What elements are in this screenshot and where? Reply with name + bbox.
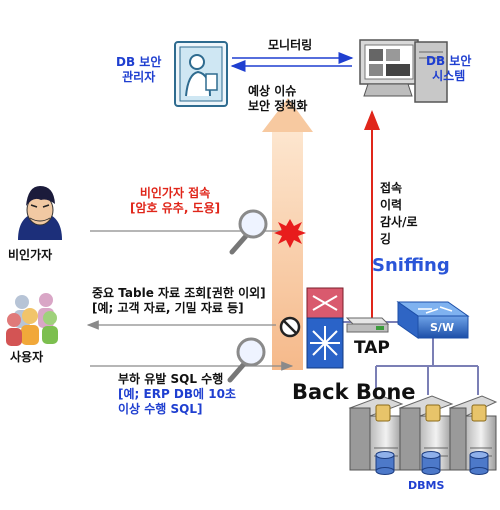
switch-label: S/W [430, 321, 455, 334]
admin-monitor-icon [174, 41, 228, 107]
blocked-icon [279, 316, 301, 338]
sniffing-label: Sniffing [372, 255, 450, 276]
monitoring-label: 모니터링 [268, 38, 313, 52]
tap-device-icon [345, 317, 390, 333]
access-log-label-line2: 이력 [380, 198, 403, 212]
table-query-label: 중요 Table 자료 조회[권한 이외] [예; 고객 자료, 기밀 자료 등… [92, 286, 266, 316]
database-cylinder-icon [375, 451, 395, 475]
unauthorized-access-label-line1: 비인가자 접속 [139, 186, 211, 200]
anomaly-policy-label-line2: 보안 정책화 [248, 99, 308, 113]
db-security-system-label: DB 보안 시스템 [426, 54, 471, 84]
db-admin-label-line1: DB 보안 [116, 55, 162, 69]
magnifier-icon [227, 337, 266, 383]
load-sql-label-line3: 이상 수행 SQL] [118, 402, 203, 416]
anomaly-policy-label: 예상 이슈 보안 정책화 [248, 84, 307, 114]
table-query-label-line2: [예; 고객 자료, 기밀 자료 등] [92, 301, 244, 315]
hacker-icon [18, 186, 62, 240]
access-log-label: 접속 이력 감사/로 깅 [380, 180, 418, 248]
user-label: 사용자 [10, 350, 44, 364]
magnifier-icon [229, 209, 268, 255]
database-cylinder-icon [421, 451, 441, 475]
burst-icon [274, 219, 306, 248]
load-sql-label-line2: [예; ERP DB에 10초 [118, 387, 236, 401]
unauthorized-access-label-line2: [암호 유추, 도용] [130, 201, 221, 215]
db-security-system-label-line1: DB 보안 [426, 54, 472, 68]
load-sql-label-line1: 부하 유발 SQL 수행 [118, 372, 224, 386]
db-admin-label-line2: 관리자 [122, 70, 156, 84]
db-security-system-label-line2: 시스템 [432, 69, 466, 83]
anomaly-policy-label-line1: 예상 이슈 [248, 84, 297, 98]
table-query-label-line1: 중요 Table 자료 조회[권한 이외] [92, 286, 266, 300]
access-log-label-line3: 감사/로 [380, 215, 418, 229]
access-log-label-line4: 깅 [380, 232, 392, 246]
router-icon [306, 287, 344, 369]
backbone-label: Back Bone [292, 380, 416, 404]
load-sql-label: 부하 유발 SQL 수행 [예; ERP DB에 10초 이상 수행 SQL] [118, 372, 236, 417]
unauthorized-user-label: 비인가자 [8, 248, 53, 262]
access-log-label-line1: 접속 [380, 181, 403, 195]
unauthorized-access-label: 비인가자 접속 [암호 유추, 도용] [130, 186, 220, 216]
tap-label: TAP [354, 338, 390, 358]
security-system-computer-icon [359, 39, 448, 103]
database-cylinder-icon [469, 451, 489, 475]
dbms-label: DBMS [408, 479, 445, 492]
user-group-icon [6, 293, 58, 346]
switch-icon [396, 301, 470, 339]
backbone-up-arrow [262, 98, 313, 370]
db-admin-label: DB 보안 관리자 [116, 55, 161, 85]
